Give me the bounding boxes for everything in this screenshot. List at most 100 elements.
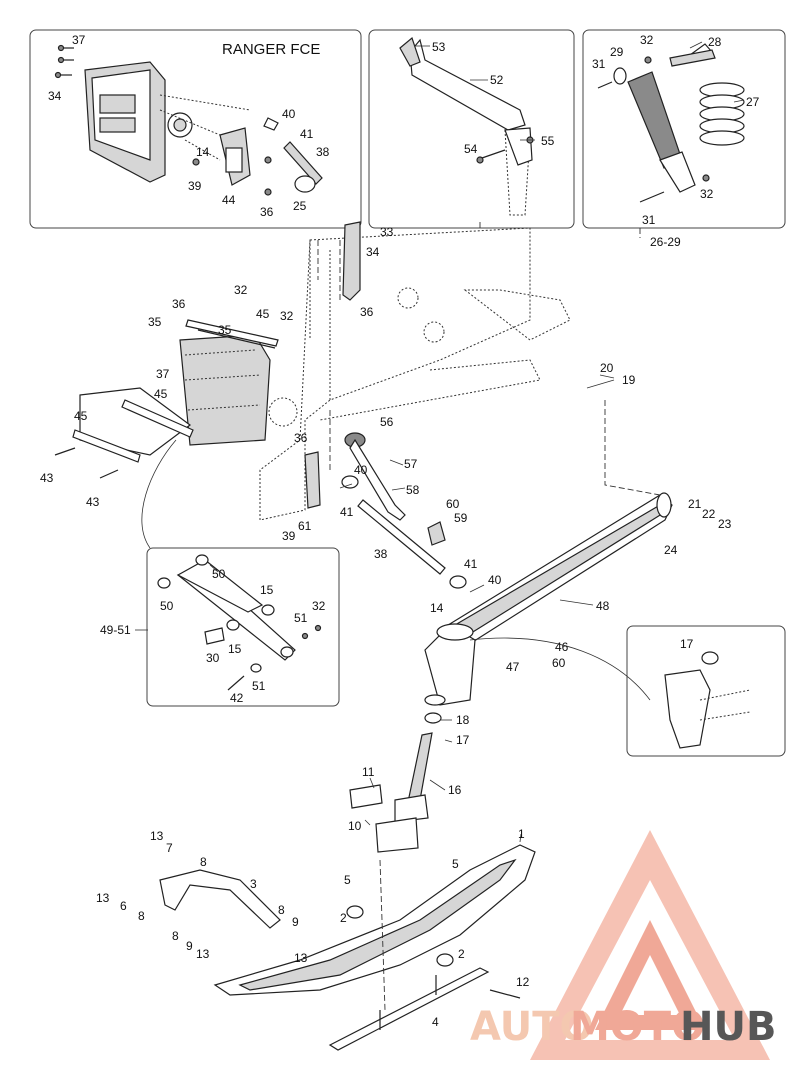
callout-labels: 37 34 40 41 38 14 39 44 36 25 53 52 54 5…	[40, 33, 760, 1029]
callout-17: 17	[680, 637, 694, 651]
callout-1: 1	[518, 827, 525, 841]
callout-8c: 8	[278, 903, 285, 917]
callout-28: 28	[708, 35, 722, 49]
callout-5b: 5	[344, 873, 351, 887]
callout-45c: 45	[74, 409, 88, 423]
watermark-logo: AUTO MOTO HUB	[470, 830, 776, 1060]
callout-16: 16	[448, 783, 462, 797]
watermark-text-auto: AUTO	[470, 1004, 594, 1050]
callout-31b: 31	[642, 213, 656, 227]
callout-11: 11	[362, 765, 375, 779]
callout-3: 3	[250, 877, 257, 891]
callout-60: 60	[446, 497, 460, 511]
callout-14: 14	[196, 145, 210, 159]
callout-13: 13	[150, 829, 164, 843]
steering-linkage	[341, 432, 467, 589]
callout-46: 46	[555, 640, 569, 654]
callout-51b: 51	[252, 679, 266, 693]
callout-13d: 13	[294, 951, 308, 965]
callout-56: 56	[380, 415, 394, 429]
callout-33: 33	[380, 225, 394, 239]
callout-44: 44	[222, 193, 236, 207]
spindle	[349, 712, 442, 853]
callout-8b: 8	[138, 909, 145, 923]
callout-32c: 32	[234, 283, 248, 297]
watermark-text-moto: MOTO	[570, 1004, 705, 1050]
left-mount-brackets	[54, 319, 279, 479]
callout-50b: 50	[160, 599, 174, 613]
callout-19: 19	[622, 373, 636, 387]
callout-17b: 17	[456, 733, 470, 747]
callout-41: 41	[300, 127, 314, 141]
ski-leg-arm	[424, 492, 673, 706]
callout-54: 54	[464, 142, 478, 156]
callout-7: 7	[166, 841, 173, 855]
callout-13c: 13	[196, 947, 210, 961]
inset-box-rear-bracket	[368, 29, 575, 229]
callout-9: 9	[292, 915, 299, 929]
callout-36b: 36	[360, 305, 374, 319]
inset-title: RANGER FCE	[222, 41, 320, 58]
callout-60b: 60	[552, 656, 566, 670]
callout-43b: 43	[86, 495, 100, 509]
upper-bracket	[342, 221, 361, 301]
callout-37: 37	[72, 33, 86, 47]
callout-32: 32	[640, 33, 654, 47]
callout-8: 8	[200, 855, 207, 869]
linkage-parts	[157, 554, 322, 691]
ski-body	[159, 844, 536, 1051]
callout-21: 21	[688, 497, 702, 511]
spring-coil	[699, 82, 745, 146]
callout-5: 5	[452, 857, 459, 871]
callout-32b: 32	[700, 187, 714, 201]
callout-61: 61	[298, 519, 312, 533]
callout-18: 18	[456, 713, 470, 727]
callout-10: 10	[348, 819, 362, 833]
callout-58: 58	[406, 483, 420, 497]
detail-parts	[664, 651, 751, 749]
callout-35: 35	[148, 315, 162, 329]
callout-42: 42	[230, 691, 244, 705]
callout-24: 24	[664, 543, 678, 557]
callout-41b: 41	[340, 505, 354, 519]
callout-25: 25	[293, 199, 307, 213]
callout-39b: 39	[282, 529, 296, 543]
callout-49-51: 49-51	[100, 623, 131, 637]
callout-34: 34	[48, 89, 62, 103]
callout-40: 40	[282, 107, 296, 121]
watermark-text-hub: HUB	[680, 1004, 776, 1050]
callout-2: 2	[340, 911, 347, 925]
callout-23: 23	[718, 517, 732, 531]
callout-47: 47	[506, 660, 520, 674]
callout-45: 45	[256, 307, 270, 321]
callout-2b: 2	[458, 947, 465, 961]
assembly-lines	[141, 220, 661, 1011]
shock-assembly	[597, 43, 745, 203]
callout-22: 22	[702, 507, 716, 521]
callout-31: 31	[592, 57, 606, 71]
callout-40b: 40	[354, 463, 368, 477]
callout-35b: 35	[218, 323, 232, 337]
callout-52: 52	[490, 73, 504, 87]
frame-outline	[259, 227, 571, 521]
callout-40c: 40	[488, 573, 502, 587]
callout-8d: 8	[172, 929, 179, 943]
callout-43: 43	[40, 471, 54, 485]
callout-9b: 9	[186, 939, 193, 953]
callout-53: 53	[432, 40, 446, 54]
callout-38b: 38	[374, 547, 388, 561]
callout-36c: 36	[172, 297, 186, 311]
callout-51: 51	[294, 611, 308, 625]
callout-27: 27	[746, 95, 760, 109]
callout-36: 36	[260, 205, 274, 219]
callout-48: 48	[596, 599, 610, 613]
callout-41c: 41	[464, 557, 478, 571]
callout-38: 38	[316, 145, 330, 159]
callout-30: 30	[206, 651, 220, 665]
callout-6: 6	[120, 899, 127, 913]
callout-55: 55	[541, 134, 555, 148]
callout-15b: 15	[228, 642, 242, 656]
callout-13b: 13	[96, 891, 110, 905]
callout-50: 50	[212, 567, 226, 581]
